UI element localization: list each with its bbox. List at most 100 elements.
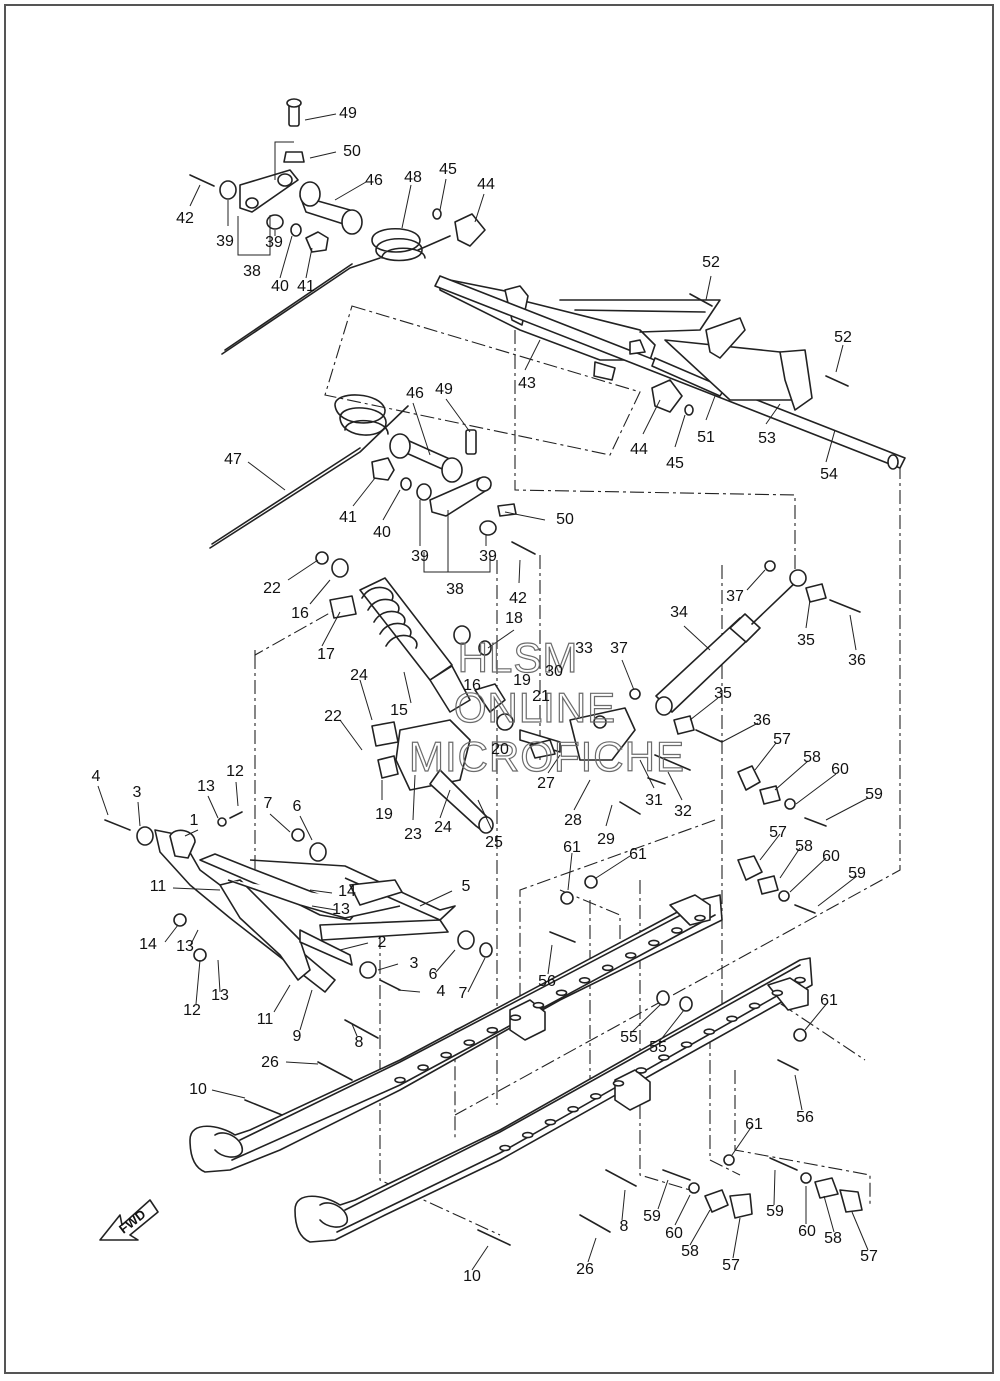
callout-24: 24 [350, 667, 368, 684]
watermark: HLSM ONLINE MICROFICHE [408, 633, 685, 780]
rail-slot [694, 914, 706, 922]
callout-36: 36 [753, 712, 771, 729]
callout-39: 39 [411, 548, 429, 565]
callout-51: 51 [697, 429, 715, 446]
rail-slot [509, 1014, 522, 1021]
callout-7: 7 [264, 795, 273, 812]
rail-slot [703, 1028, 716, 1035]
callout-42: 42 [176, 210, 194, 227]
callout-36: 36 [848, 652, 866, 669]
front-arm-assembly [104, 811, 493, 993]
callout-50: 50 [343, 143, 361, 160]
callout-41: 41 [339, 509, 357, 526]
callout-5: 5 [462, 878, 471, 895]
callout-32: 32 [674, 803, 692, 820]
rail-slot [567, 1105, 579, 1113]
callout-16: 16 [463, 677, 481, 694]
callout-43: 43 [518, 375, 536, 392]
callout-37: 37 [610, 640, 628, 657]
callout-60: 60 [798, 1223, 816, 1240]
damper-cylinder [629, 560, 861, 743]
callout-59: 59 [643, 1208, 661, 1225]
rail-slot [463, 1039, 476, 1046]
callout-49: 49 [339, 105, 357, 122]
callout-1: 1 [190, 812, 199, 829]
callout-27: 27 [537, 775, 555, 792]
callout-3: 3 [410, 955, 419, 972]
callout-6: 6 [293, 798, 302, 815]
diagram-frame [4, 4, 994, 1374]
lower-hardware [244, 765, 863, 1246]
rail-slot [748, 1002, 761, 1010]
rail-slot [499, 1144, 511, 1152]
rail-slot [521, 1131, 534, 1139]
rail-slot [394, 1076, 406, 1084]
callout-55: 55 [620, 1029, 638, 1046]
rail-slot [555, 989, 568, 997]
callout-4: 4 [92, 768, 101, 785]
callout-55: 55 [649, 1039, 667, 1056]
callout-52: 52 [702, 254, 720, 271]
callout-23: 23 [404, 826, 422, 843]
callout-3: 3 [133, 784, 142, 801]
rail-slot [532, 1001, 545, 1009]
rail-slot [578, 977, 591, 984]
callout-49: 49 [435, 381, 453, 398]
callout-20: 20 [491, 741, 509, 758]
callout-28: 28 [564, 812, 582, 829]
callout-48: 48 [404, 169, 422, 186]
callout-24: 24 [434, 819, 452, 836]
rail-slot [486, 1026, 499, 1034]
callout-57: 57 [773, 731, 791, 748]
callout-11: 11 [150, 878, 167, 895]
callout-45: 45 [666, 455, 684, 472]
callout-61: 61 [629, 846, 647, 863]
callout-19: 19 [513, 672, 531, 689]
callout-13: 13 [211, 987, 229, 1004]
callout-12: 12 [183, 1002, 201, 1019]
callout-46: 46 [406, 385, 424, 402]
callout-41: 41 [297, 278, 315, 295]
callout-46: 46 [365, 172, 383, 189]
callout-31: 31 [645, 792, 663, 809]
callout-18: 18 [505, 610, 523, 627]
callout-59: 59 [865, 786, 883, 803]
callout-44: 44 [630, 441, 648, 458]
callout-10: 10 [463, 1268, 481, 1285]
callout-60: 60 [822, 848, 840, 865]
callout-35: 35 [797, 632, 815, 649]
rail-slot [635, 1067, 647, 1074]
callout-35: 35 [714, 685, 732, 702]
callout-39: 39 [216, 233, 234, 250]
rail-slot [440, 1051, 452, 1059]
rail-slot [612, 1080, 625, 1087]
callout-15: 15 [390, 702, 408, 719]
callout-53: 53 [758, 430, 776, 447]
callout-14: 14 [338, 883, 356, 900]
callout-40: 40 [373, 524, 391, 541]
callout-37: 37 [726, 588, 744, 605]
callout-57: 57 [769, 824, 787, 841]
callout-22: 22 [324, 708, 342, 725]
callout-8: 8 [620, 1218, 629, 1235]
center-linkage [371, 683, 691, 834]
callout-58: 58 [681, 1243, 699, 1260]
callout-14: 14 [139, 936, 157, 953]
callout-13: 13 [197, 778, 215, 795]
callout-26: 26 [576, 1261, 594, 1278]
callout-leaders [97, 113, 869, 1271]
callout-58: 58 [803, 749, 821, 766]
callout-38: 38 [243, 263, 261, 280]
callout-2: 2 [378, 934, 387, 951]
callout-labels: 49 50 46 48 45 44 42 39 39 38 40 41 52 5… [92, 105, 883, 1285]
callout-61: 61 [820, 992, 838, 1009]
rail-slot [417, 1064, 429, 1071]
callout-60: 60 [831, 761, 849, 778]
callout-56: 56 [796, 1109, 814, 1126]
watermark-line-3: MICROFICHE [409, 733, 685, 780]
callout-59: 59 [848, 865, 866, 882]
rail-slot [658, 1054, 670, 1061]
callout-17: 17 [317, 646, 335, 663]
callout-58: 58 [824, 1230, 842, 1247]
